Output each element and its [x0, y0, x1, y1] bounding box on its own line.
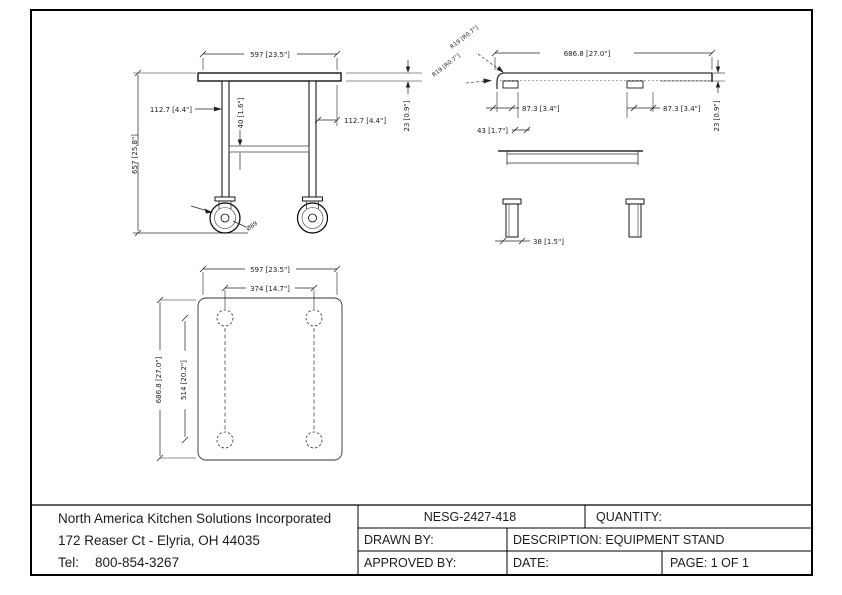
side-undershelf: [498, 150, 643, 165]
caster-dia-label: Ø89: [245, 220, 259, 233]
side-left-bracket: [502, 80, 519, 89]
sheet-border: [30, 9, 813, 576]
tel-label: Tel:: [58, 555, 79, 570]
dim-side-top-thickness: 23 [0.9"]: [660, 60, 725, 131]
side-tabletop: [496, 72, 712, 89]
page-label: PAGE: 1 OF 1: [670, 556, 749, 570]
dim-side-depth: 686.8 [27.0"]: [491, 49, 716, 70]
front-left-caster: [209, 196, 241, 234]
front-right-leg: [308, 80, 317, 198]
front-right-caster: [296, 196, 329, 234]
plan-outline: [197, 297, 343, 461]
dim-label: 23 [0.9"]: [713, 100, 721, 131]
drawn-by-label: DRAWN BY:: [364, 533, 434, 547]
dim-label: 38 [1.5"]: [533, 238, 564, 246]
front-left-leg: [221, 80, 230, 198]
dim-front-right-offset: 112.7 [4.4"]: [314, 85, 386, 126]
side-view: 686.8 [27.0"] R19 [R0.7"] R19 [R0.7"] 87…: [432, 25, 725, 246]
dim-plan-hole-span-depth: 514 [20.2"]: [180, 314, 189, 444]
dim-front-width: 597 [23.5"]: [199, 50, 341, 70]
dim-label: 597 [23.5"]: [250, 266, 290, 274]
plan-leg-holes: [216, 309, 323, 449]
company-info: North America Kitchen Solutions Incorpor…: [58, 511, 331, 570]
company-address: 172 Reaser Ct - Elyria, OH 44035: [58, 533, 260, 548]
front-cross-brace: [228, 145, 310, 153]
radius-label: R19 [R0.7"]: [432, 53, 462, 78]
tel-number: 800-854-3267: [95, 555, 179, 570]
dim-label: 23 [0.9"]: [403, 100, 411, 131]
dim-label: 514 [20.2"]: [180, 360, 188, 400]
dim-front-height: 657 [25.8"]: [131, 69, 196, 237]
dim-label: 112.7 [4.4"]: [150, 106, 192, 114]
dim-label: 112.7 [4.4"]: [344, 117, 386, 125]
dim-side-edge-height: 43 [1.7"]: [477, 126, 531, 135]
dim-plan-hole-span-width: 374 [14.7"]: [221, 284, 318, 309]
dim-label: 686.8 [27.0"]: [155, 356, 163, 403]
front-view: 597 [23.5"] 657 [25.8"] 112.7 [4.4"] 40 …: [131, 50, 422, 237]
model-number: NESG-2427-418: [424, 510, 516, 524]
plan-view: 597 [23.5"] 374 [14.7"] 686.8 [27.0"]: [155, 265, 343, 462]
dim-plan-width: 597 [23.5"]: [199, 265, 341, 295]
side-left-leg: [502, 198, 522, 238]
dim-label: 43 [1.7"]: [477, 127, 508, 135]
dim-label: 686.8 [27.0"]: [564, 50, 611, 58]
company-name: North America Kitchen Solutions Incorpor…: [58, 511, 331, 526]
description: DESCRIPTION: EQUIPMENT STAND: [513, 533, 724, 547]
approved-by-label: APPROVED BY:: [364, 556, 456, 570]
title-block: North America Kitchen Solutions Incorpor…: [31, 504, 812, 575]
dim-label: 87.3 [3.4"]: [522, 105, 560, 113]
dim-corner-radius-1: R19 [R0.7"]: [450, 25, 504, 73]
dim-label: 597 [23.5"]: [250, 51, 290, 59]
dim-front-brace: 40 [1.6"]: [237, 97, 245, 170]
dim-side-right-offset: 87.3 [3.4"]: [627, 104, 701, 113]
dim-front-left-offset: 112.7 [4.4"]: [150, 106, 222, 114]
dim-plan-depth: 686.8 [27.0"]: [155, 296, 196, 462]
dim-side-left-offset: 87.3 [3.4"]: [486, 104, 560, 113]
dim-side-leg-width: 38 [1.5"]: [495, 237, 564, 246]
side-right-leg: [625, 198, 645, 238]
quantity-label: QUANTITY:: [596, 510, 662, 524]
date-label: DATE:: [513, 556, 549, 570]
side-right-bracket: [626, 80, 644, 89]
dim-label: 657 [25.8"]: [131, 134, 139, 174]
dim-label: 40 [1.6"]: [237, 97, 245, 128]
front-tabletop: [197, 72, 342, 82]
radius-label: R19 [R0.7"]: [450, 25, 480, 50]
dim-label: 374 [14.7"]: [250, 285, 290, 293]
dim-label: 87.3 [3.4"]: [663, 105, 701, 113]
dim-front-top-thickness: 23 [0.9"]: [346, 60, 422, 131]
